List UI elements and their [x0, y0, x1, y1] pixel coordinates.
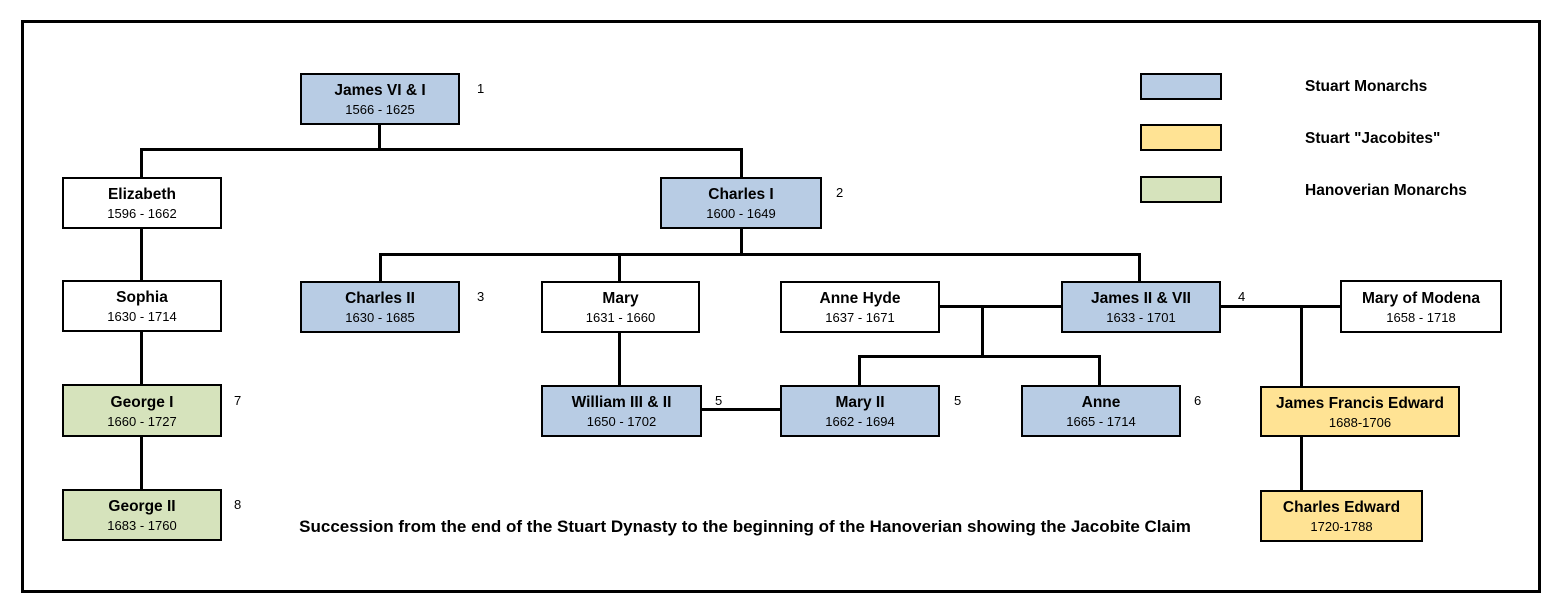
connector-line — [140, 436, 143, 490]
person-dates: 1631 - 1660 — [585, 310, 656, 325]
person-dates: 1600 - 1649 — [706, 206, 776, 221]
person-dates: 1596 - 1662 — [107, 206, 177, 221]
connector-line — [1300, 436, 1303, 491]
person-dates: 1720-1788 — [1310, 519, 1373, 534]
node-james-francis-edward: James Francis Edward 1688-1706 — [1260, 386, 1460, 437]
legend-label-hanoverian-monarchs: Hanoverian Monarchs — [1305, 182, 1467, 199]
connector-line — [1138, 253, 1141, 282]
connector-line — [1098, 355, 1101, 386]
connector-line — [1219, 305, 1341, 308]
node-charles-ii: Charles II 1630 - 1685 — [300, 281, 460, 333]
connector-line — [379, 253, 382, 282]
person-dates: 1665 - 1714 — [1066, 414, 1136, 429]
node-sophia: Sophia 1630 - 1714 — [62, 280, 222, 332]
node-george-i: George I 1660 - 1727 — [62, 384, 222, 437]
person-name: Mary — [602, 290, 639, 307]
node-mary: Mary 1631 - 1660 — [541, 281, 700, 333]
succession-number: 2 — [836, 185, 844, 200]
person-dates: 1630 - 1685 — [345, 310, 415, 325]
node-mary-ii: Mary II 1662 - 1694 — [780, 385, 940, 437]
node-george-ii: George II 1683 - 1760 — [62, 489, 222, 541]
node-elizabeth: Elizabeth 1596 - 1662 — [62, 177, 222, 229]
node-charles-i: Charles I 1600 - 1649 — [660, 177, 822, 229]
succession-number: 1 — [477, 81, 485, 96]
node-anne: Anne 1665 - 1714 — [1021, 385, 1181, 437]
connector-line — [140, 331, 143, 386]
person-dates: 1662 - 1694 — [825, 414, 895, 429]
succession-number: 8 — [234, 497, 242, 512]
person-name: James Francis Edward — [1276, 394, 1444, 412]
connector-line — [981, 305, 984, 358]
succession-number: 4 — [1238, 289, 1246, 304]
person-dates: 1688-1706 — [1328, 414, 1392, 430]
person-name: Mary II — [835, 394, 885, 411]
connector-line — [378, 125, 381, 151]
node-james-ii-vii: James II & VII 1633 - 1701 — [1061, 281, 1221, 333]
person-dates: 1566 - 1625 — [345, 102, 415, 117]
connector-line — [618, 253, 621, 282]
person-dates: 1660 - 1727 — [107, 413, 177, 429]
legend-label-stuart-monarchs: Stuart Monarchs — [1305, 78, 1428, 95]
person-name: George I — [110, 393, 174, 411]
connector-line — [140, 148, 143, 179]
connector-line — [1300, 305, 1303, 387]
legend-swatch-stuart-jacobites — [1140, 124, 1222, 151]
connector-line — [858, 355, 1101, 358]
connector-line — [140, 227, 143, 281]
node-mary-of-modena: Mary of Modena 1658 - 1718 — [1340, 280, 1502, 333]
person-name: William III & II — [571, 394, 672, 411]
person-dates: 1630 - 1714 — [107, 309, 177, 324]
person-name: Anne — [1081, 394, 1121, 411]
node-william-iii-ii: William III & II 1650 - 1702 — [541, 385, 702, 437]
succession-number: 7 — [234, 393, 242, 408]
connector-line — [618, 331, 621, 386]
succession-number: 3 — [477, 289, 485, 304]
connector-line — [858, 355, 861, 386]
person-name: Charles Edward — [1282, 499, 1401, 516]
node-james-vi-i: James VI & I 1566 - 1625 — [300, 73, 460, 125]
succession-number: 6 — [1194, 393, 1202, 408]
legend-swatch-stuart-monarchs — [1140, 73, 1222, 100]
connector-line — [140, 148, 743, 151]
connector-line — [939, 305, 1062, 308]
person-name: James VI & I — [334, 82, 426, 99]
person-name: Sophia — [116, 289, 168, 306]
connector-line — [740, 148, 743, 179]
person-name: James II & VII — [1091, 290, 1191, 307]
diagram-caption: Succession from the end of the Stuart Dy… — [299, 517, 1191, 536]
connector-line — [700, 408, 781, 411]
connector-line — [740, 228, 743, 255]
person-dates: 1633 - 1701 — [1106, 310, 1176, 325]
succession-number: 5 — [954, 393, 962, 408]
person-name: Anne Hyde — [819, 290, 901, 307]
person-name: Charles I — [708, 186, 774, 203]
diagram-border — [21, 20, 1541, 593]
person-dates: 1683 - 1760 — [107, 518, 177, 533]
person-name: George II — [108, 498, 176, 515]
person-dates: 1637 - 1671 — [825, 310, 895, 325]
legend-swatch-hanoverian-monarchs — [1140, 176, 1222, 203]
person-name: Elizabeth — [107, 186, 177, 203]
person-name: Mary of Modena — [1362, 289, 1480, 307]
person-name: Charles II — [345, 290, 415, 307]
legend-label-stuart-jacobites: Stuart "Jacobites" — [1305, 130, 1441, 147]
person-dates: 1658 - 1718 — [1386, 309, 1456, 325]
node-anne-hyde: Anne Hyde 1637 - 1671 — [780, 281, 940, 333]
person-dates: 1650 - 1702 — [586, 414, 657, 429]
succession-number: 5 — [715, 393, 723, 408]
node-charles-edward: Charles Edward 1720-1788 — [1260, 490, 1423, 542]
connector-line — [379, 253, 1141, 256]
